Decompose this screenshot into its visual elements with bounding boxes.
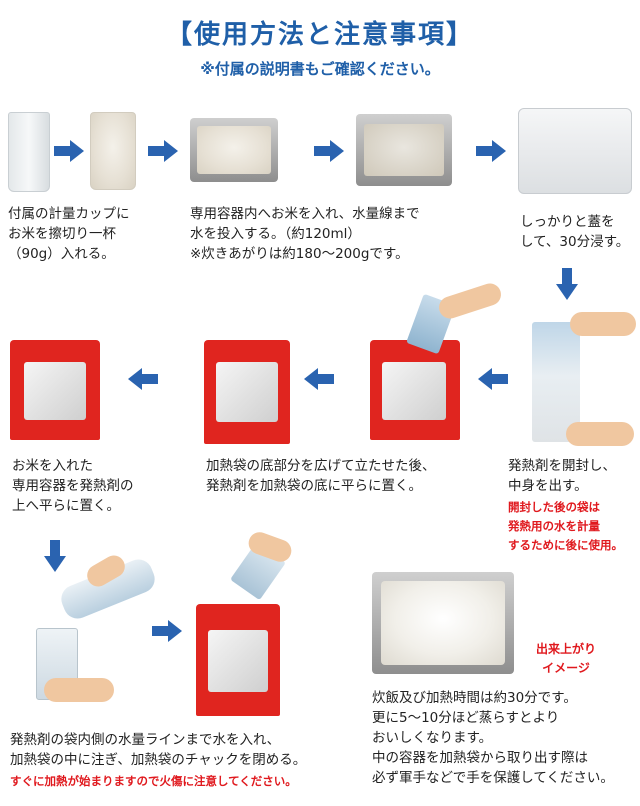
arrow-right-icon bbox=[476, 140, 506, 162]
result-label: 出来上がりイメージ bbox=[535, 642, 596, 675]
page-subtitle: ※付属の説明書もご確認ください。 bbox=[200, 60, 440, 78]
step7-text: 発熱剤の袋内側の水量ラインまで水を入れ、加熱袋の中に注ぎ、加熱袋のチャックを閉め… bbox=[10, 732, 307, 768]
step4-warning: 開封した後の袋は発熱用の水を計量するために後に使用。 bbox=[508, 500, 623, 552]
step5-text: 加熱袋の底部分を広げて立たせた後、発熱剤を加熱袋の底に平らに置く。 bbox=[206, 458, 436, 494]
cooked-rice-photo bbox=[372, 572, 514, 674]
step2-text: 専用容器内へお米を入れ、水量線まで水を投入する。（約120ml）※炊きあがりは約… bbox=[190, 206, 420, 262]
hand-photo bbox=[436, 280, 504, 322]
arrow-right-icon bbox=[148, 140, 178, 162]
step3-text: しっかりと蓋をして、30分浸す。 bbox=[520, 214, 630, 250]
hand-holding-photo bbox=[44, 678, 114, 702]
measuring-cup-full-photo bbox=[90, 112, 136, 190]
container-water-photo bbox=[356, 114, 452, 186]
final-text: 炊飯及び加熱時間は約30分です。更に5～10分ほど蒸らすとよりおいしくなります。… bbox=[372, 690, 614, 786]
arrow-right-icon bbox=[314, 140, 344, 162]
step4-text: 発熱剤を開封し、中身を出す。 bbox=[508, 458, 616, 494]
step7-warning: すぐに加熱が始まりますので火傷に注意してください。 bbox=[10, 774, 297, 788]
arrow-left-icon bbox=[478, 368, 508, 390]
container-rice-photo bbox=[190, 118, 278, 182]
heating-bag-with-container-photo bbox=[10, 340, 100, 440]
page-title: 【使用方法と注意事項】 bbox=[165, 20, 474, 50]
arrow-left-icon bbox=[304, 368, 334, 390]
heating-bag-standing-photo bbox=[204, 340, 290, 444]
arrow-right-icon bbox=[54, 140, 84, 162]
arrow-down-icon bbox=[556, 268, 578, 300]
container-lid-photo bbox=[518, 108, 632, 194]
arrow-right-icon bbox=[152, 620, 182, 642]
measuring-cup-empty-photo bbox=[8, 112, 50, 192]
hand-lower-photo bbox=[566, 422, 634, 446]
step6-text: お米を入れた専用容器を発熱剤の上へ平らに置く。 bbox=[12, 458, 134, 514]
heater-pack-open-photo bbox=[532, 322, 580, 442]
arrow-left-icon bbox=[128, 368, 158, 390]
hand-upper-photo bbox=[570, 312, 636, 336]
step1-text: 付属の計量カップにお米を擦切り一杯（90g）入れる。 bbox=[8, 206, 130, 262]
heating-bag-sealing-photo bbox=[196, 604, 280, 716]
arrow-down-icon bbox=[44, 540, 66, 572]
heating-bag-heater-photo bbox=[370, 340, 460, 440]
